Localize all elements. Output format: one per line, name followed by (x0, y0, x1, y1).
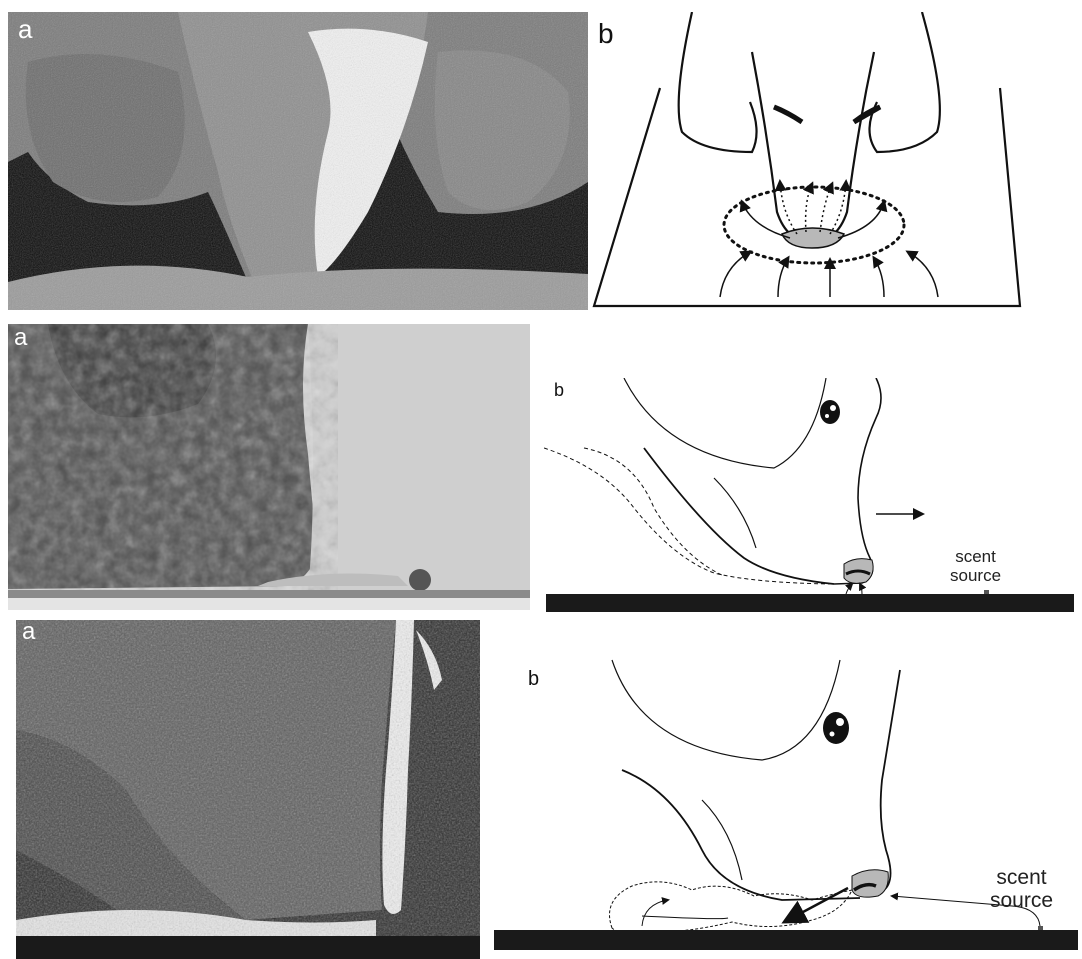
row1-photo (8, 12, 588, 310)
row3-diagram-label: b (528, 668, 539, 691)
row3-photo (16, 620, 480, 959)
row3-schlieren-photo (16, 620, 480, 959)
row1-diagram-label: b (598, 18, 614, 50)
row2-photo (8, 324, 530, 610)
row2-annotation-line2: source (950, 567, 1001, 586)
row2-annotation-line1: scent (950, 548, 1001, 567)
row1-diagram (592, 12, 1022, 312)
row2-photo-label: a (14, 324, 27, 352)
row2-schlieren-photo (8, 324, 530, 610)
row1-frontal-nose-diagram (592, 12, 1022, 312)
row3-photo-label: a (22, 618, 35, 646)
row1-schlieren-photo (8, 12, 588, 310)
row1-photo-label: a (18, 14, 32, 45)
row2-diagram-label: b (554, 380, 564, 401)
row3-annotation-line1: scent (990, 866, 1053, 889)
row3-scent-source-annotation: scent source (990, 866, 1053, 912)
row2-scent-source-annotation: scent source (950, 548, 1001, 585)
row3-annotation-line2: source (990, 889, 1053, 912)
